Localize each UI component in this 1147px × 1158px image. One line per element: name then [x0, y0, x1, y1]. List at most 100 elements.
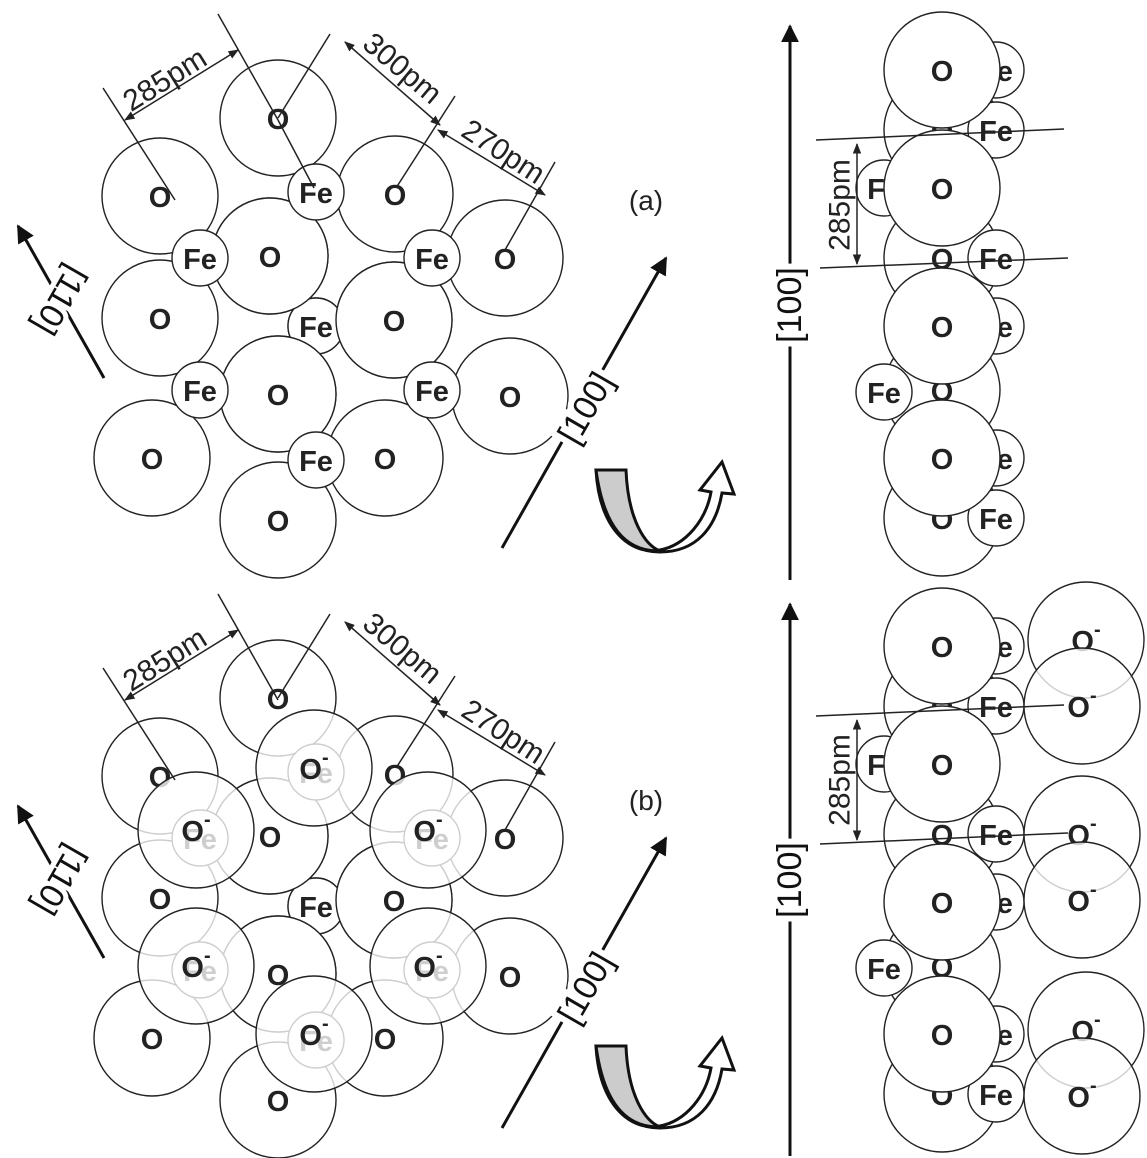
svg-text:O: O: [374, 444, 397, 476]
dimension-lines-a: [102, 13, 556, 251]
svg-text:O-: O-: [413, 809, 442, 848]
o-atom-front: O: [883, 399, 1001, 517]
svg-text:O: O: [931, 174, 954, 206]
svg-text:O: O: [259, 242, 282, 274]
svg-text:O: O: [931, 56, 954, 88]
svg-text:O: O: [149, 182, 172, 214]
svg-text:Fe: Fe: [979, 1080, 1013, 1112]
fe-atom: Fe: [287, 163, 345, 221]
axis-110-arrow-b: [16, 804, 106, 959]
o-atom: O: [101, 259, 219, 377]
svg-text:Fe: Fe: [867, 378, 901, 410]
svg-text:O: O: [931, 312, 954, 344]
svg-text:O: O: [931, 1020, 954, 1052]
side-dim-label-b: 285pm: [824, 734, 857, 826]
svg-text:O: O: [499, 382, 522, 414]
svg-text:O: O: [141, 444, 164, 476]
panel-a: FeOOOOOOOOOOOOFeOOOFeFeFeFeFeFe 285pm 30…: [16, 11, 1069, 580]
svg-text:O: O: [383, 306, 406, 338]
svg-text:O: O: [149, 884, 172, 916]
svg-text:O: O: [149, 304, 172, 336]
axis-100-vertical-label-b: [100]: [771, 842, 809, 918]
rotation-arrow-b: [594, 1034, 737, 1130]
axis-110-arrow-a: [16, 224, 106, 379]
o-anion-atom: O-: [369, 771, 487, 889]
rotation-arrow-a: [594, 458, 737, 554]
o-atom-front: O: [883, 11, 1001, 129]
svg-text:O: O: [384, 180, 407, 212]
o-atom-front: O: [883, 843, 1001, 961]
o-atom-front: O: [883, 975, 1001, 1093]
o-atom-front: O: [883, 267, 1001, 385]
side-view-a: OOOOFeFeFeFeFeFeFeFeOOOO: [855, 11, 1025, 577]
svg-text:O: O: [141, 1024, 164, 1056]
dim-label-285-a: 285pm: [117, 42, 212, 119]
top-view-a: FeOOOOOOOOOOOOFeOOOFeFeFeFeFeFe: [93, 59, 569, 579]
svg-text:Fe: Fe: [299, 892, 333, 924]
svg-text:O: O: [494, 824, 517, 856]
svg-text:O: O: [931, 444, 954, 476]
svg-text:O: O: [383, 886, 406, 918]
fe-atom: Fe: [287, 877, 345, 935]
dim-label-270-b: 270pm: [456, 693, 551, 771]
panel-label-a: (a): [629, 185, 663, 216]
side-ref-line-top-a: [815, 128, 1065, 141]
o-atom: O: [326, 399, 444, 517]
side-dim-label-a: 285pm: [824, 159, 857, 251]
svg-text:Fe: Fe: [183, 376, 217, 408]
svg-text:O: O: [267, 1086, 290, 1118]
axis-100-oblique-arrow-b: [500, 836, 668, 1129]
svg-text:Fe: Fe: [979, 504, 1013, 536]
svg-text:Fe: Fe: [183, 244, 217, 276]
fe-atom: Fe: [967, 229, 1025, 287]
svg-text:O: O: [499, 962, 522, 994]
o-anion-atom: O-: [1023, 1037, 1141, 1155]
axis-100-oblique-arrow-a: [500, 256, 668, 549]
o-atom: O: [219, 461, 337, 579]
fe-atom: Fe: [855, 939, 913, 997]
fe-atom: Fe: [287, 431, 345, 489]
fe-atom: Fe: [967, 489, 1025, 547]
svg-text:O: O: [931, 632, 954, 664]
o-atom: O: [101, 137, 219, 255]
o-atom: O: [451, 337, 569, 455]
side-ref-line-top-b: [815, 704, 1065, 717]
o-atom: O: [446, 199, 564, 317]
o-anion-atom: O-: [137, 771, 255, 889]
svg-text:O: O: [494, 244, 517, 276]
svg-text:Fe: Fe: [299, 178, 333, 210]
side-ref-line-bottom-b: [819, 832, 1069, 845]
o-anion-atom: O-: [369, 907, 487, 1025]
fe-atom: Fe: [171, 229, 229, 287]
o-anion-atom: O-: [255, 709, 373, 827]
dim-label-285-b: 285pm: [117, 622, 212, 699]
o-anion-atom: O-: [255, 975, 373, 1093]
anion-overlay-b: O-O-O-O-O-O-: [137, 709, 487, 1093]
svg-text:Fe: Fe: [299, 446, 333, 478]
o-anion-atom: O-: [137, 907, 255, 1025]
dim-label-270-a: 270pm: [456, 113, 551, 191]
svg-text:O-: O-: [1067, 879, 1096, 918]
svg-text:Fe: Fe: [867, 954, 901, 986]
side-ref-line-bottom-a: [819, 257, 1069, 269]
fe-atom: Fe: [403, 229, 461, 287]
fe-atom: Fe: [855, 363, 913, 421]
svg-text:Fe: Fe: [415, 376, 449, 408]
o-atom: O: [335, 261, 453, 379]
svg-text:Fe: Fe: [415, 244, 449, 276]
o-anion-atom: O-: [1023, 841, 1141, 959]
o-atom-front: O: [883, 705, 1001, 823]
svg-text:O-: O-: [181, 809, 210, 848]
svg-text:O: O: [267, 380, 290, 412]
svg-text:O: O: [931, 888, 954, 920]
o-atom-front: O: [883, 129, 1001, 247]
o-atom: O: [93, 399, 211, 517]
axis-110-label-b: [110]: [25, 839, 94, 921]
o-atom-front: O: [883, 587, 1001, 705]
fe-atom: Fe: [403, 361, 461, 419]
svg-text:O: O: [259, 822, 282, 854]
dimension-lines-b: [102, 593, 556, 831]
svg-text:O: O: [374, 1024, 397, 1056]
